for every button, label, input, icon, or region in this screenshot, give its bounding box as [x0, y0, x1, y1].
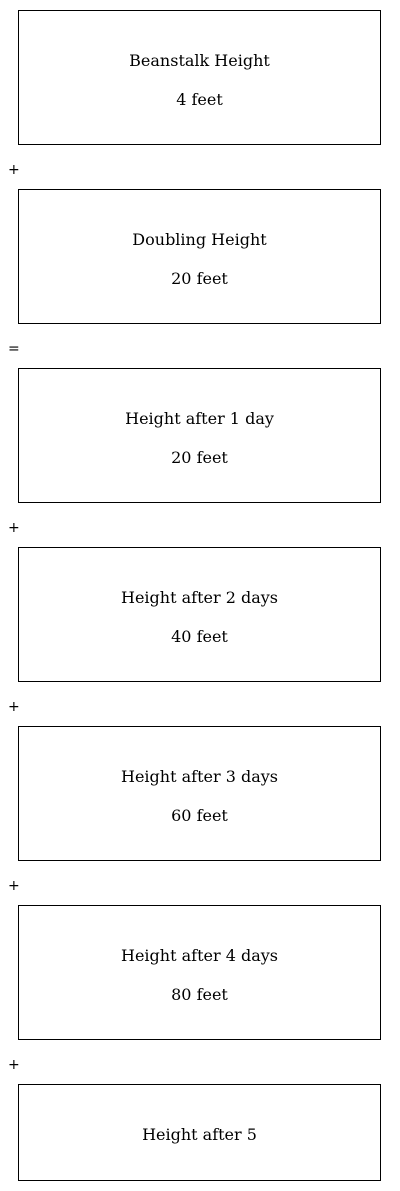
box-height-day-2: Height after 2 days 40 feet [18, 547, 381, 682]
box-value: 20 feet [171, 448, 228, 467]
equals-operator: = [8, 341, 20, 357]
box-value: 20 feet [171, 269, 228, 288]
box-title: Doubling Height [132, 230, 267, 249]
plus-operator: + [8, 878, 20, 894]
box-doubling-height: Doubling Height 20 feet [18, 189, 381, 324]
box-title: Height after 1 day [125, 409, 274, 428]
plus-operator: + [8, 699, 20, 715]
box-value: 60 feet [171, 806, 228, 825]
box-title: Height after 2 days [121, 588, 278, 607]
box-value: 80 feet [171, 985, 228, 1004]
plus-operator: + [8, 1057, 20, 1073]
box-value: 40 feet [171, 627, 228, 646]
plus-operator: + [8, 162, 20, 178]
box-title: Height after 3 days [121, 767, 278, 786]
box-beanstalk-height: Beanstalk Height 4 feet [18, 10, 381, 145]
box-title: Height after 5 [142, 1125, 257, 1144]
box-height-day-5: Height after 5 [18, 1084, 381, 1181]
box-height-day-3: Height after 3 days 60 feet [18, 726, 381, 861]
box-value: 4 feet [176, 90, 223, 109]
box-height-day-1: Height after 1 day 20 feet [18, 368, 381, 503]
plus-operator: + [8, 520, 20, 536]
box-height-day-4: Height after 4 days 80 feet [18, 905, 381, 1040]
box-title: Beanstalk Height [129, 51, 270, 70]
box-title: Height after 4 days [121, 946, 278, 965]
